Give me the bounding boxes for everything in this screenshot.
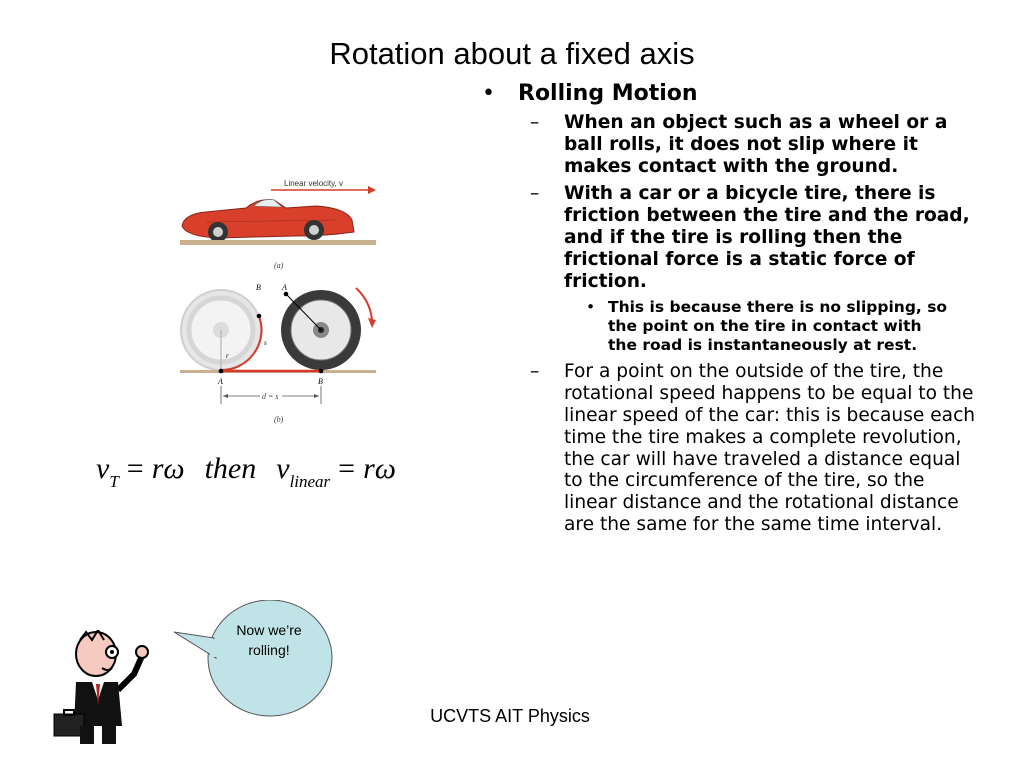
- velocity-label: Linear velocity, v: [284, 179, 343, 188]
- businessman-clipart-icon: [53, 630, 149, 744]
- bullet-dot: •: [482, 81, 495, 106]
- slide-title: Rotation about a fixed axis: [329, 36, 695, 71]
- eq-then: then: [204, 452, 257, 485]
- content-bullets: • Rolling Motion – When an object such a…: [478, 80, 998, 542]
- label-d: d = s: [262, 392, 279, 401]
- eq-r-omega-2: rω: [363, 452, 396, 485]
- bullet-dash: –: [530, 183, 540, 205]
- label-r: r: [226, 352, 229, 360]
- bullet-2: – With a car or a bicycle tire, there is…: [530, 183, 976, 292]
- slide-footer: UCVTS AIT Physics: [430, 706, 590, 726]
- wheel-ghost-icon: [180, 289, 262, 371]
- eq-sub-t: T: [109, 472, 119, 491]
- sub-bullet-text: This is because there is no slipping, so…: [608, 298, 948, 355]
- bullet-dot: •: [586, 298, 596, 317]
- bullet-dash: –: [530, 112, 540, 133]
- eq-r-omega-1: rω: [151, 452, 185, 485]
- heading-text: Rolling Motion: [518, 81, 698, 106]
- bubble-text: Now we’re rolling!: [236, 622, 302, 658]
- label-b: (b): [274, 415, 284, 424]
- bullet-dash: –: [530, 361, 540, 383]
- bullet-1-text: When an object such as a wheel or a ball…: [564, 112, 948, 177]
- bullet-3: – For a point on the outside of the tire…: [530, 361, 976, 535]
- bullet-2-text: With a car or a bicycle tire, there is f…: [564, 183, 970, 292]
- eq-sub-linear: linear: [289, 472, 331, 491]
- point-a-top: A: [281, 283, 287, 292]
- eq-v2: v: [276, 452, 290, 485]
- eq-equals-2: =: [338, 452, 356, 485]
- point-a-bottom: A: [217, 377, 223, 386]
- bullet-3-text: For a point on the outside of the tire, …: [564, 361, 976, 535]
- label-s: s: [264, 339, 267, 347]
- eq-equals-1: =: [126, 452, 144, 485]
- rolling-figure-svg: Linear velocity, v (a) B s r: [180, 179, 376, 424]
- eq-v1: v: [96, 452, 110, 485]
- heading-bullet: • Rolling Motion: [478, 80, 998, 108]
- wheel-icon: [281, 290, 361, 370]
- bullet-1: – When an object such as a wheel or a ba…: [530, 112, 976, 177]
- speech-bubble: [173, 600, 333, 717]
- rolling-figure: Linear velocity, v (a) B s r: [176, 170, 386, 430]
- point-b-top: B: [256, 283, 261, 292]
- label-a: (a): [274, 261, 284, 270]
- point-b-bottom: B: [318, 377, 323, 386]
- sub-bullet: • This is because there is no slipping, …: [586, 298, 948, 355]
- car-icon: [181, 199, 355, 242]
